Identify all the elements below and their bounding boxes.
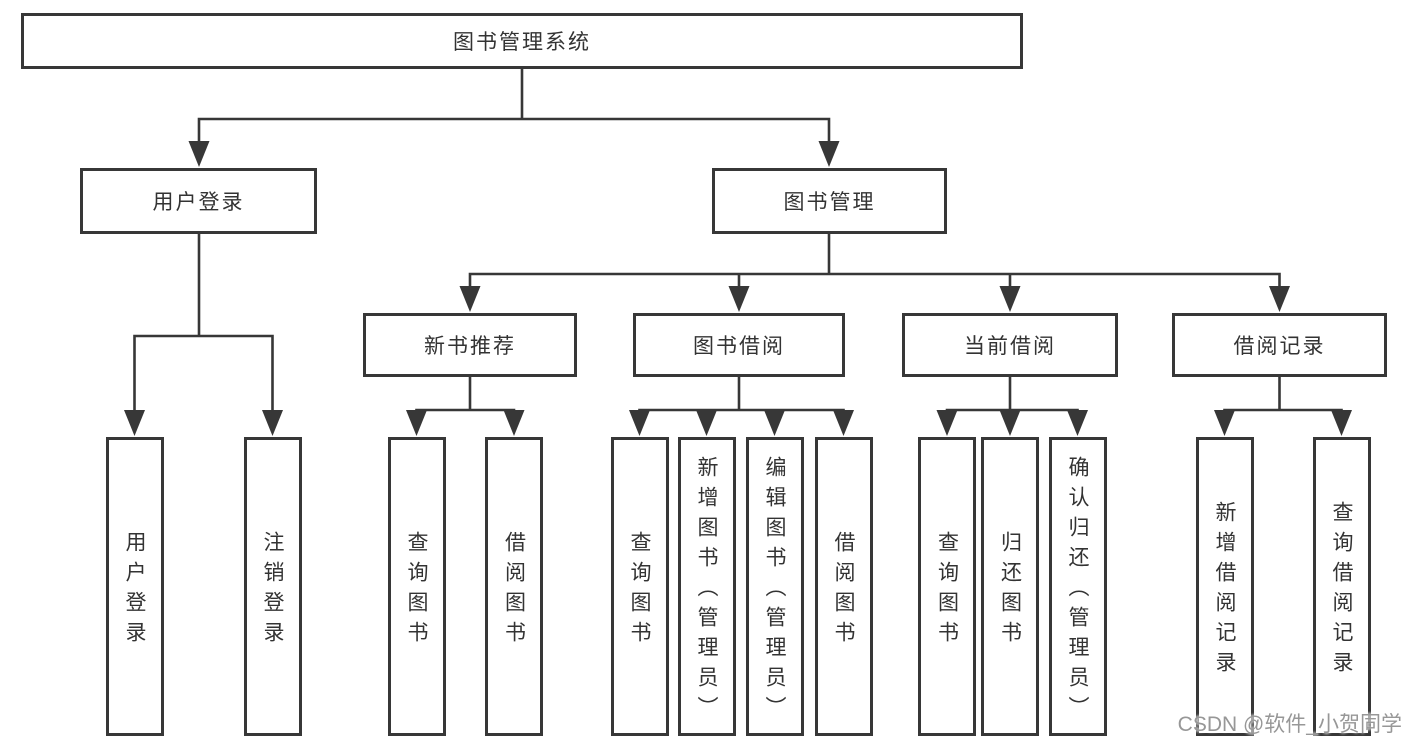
leaf-return-books: 归还图书 (981, 437, 1039, 736)
leaf-borrow-books: 借阅图书 (485, 437, 543, 736)
leaf-query-borrow-record: 查询借阅记录 (1312, 437, 1371, 736)
node-label: 图书借阅 (693, 335, 785, 358)
leaf-label: 查询图书 (935, 531, 959, 651)
node-new-book-recommend: 新书推荐 (363, 313, 577, 377)
leaf-label: 新增借阅记录 (1213, 501, 1236, 681)
node-library-management-system: 图书管理系统 (21, 13, 1023, 69)
leaf-query-books: 查询图书 (387, 437, 446, 736)
leaf-label: 注销登录 (261, 531, 284, 651)
leaf-label: 新增图书（管理员） (695, 456, 718, 726)
node-book-borrow: 图书借阅 (633, 313, 845, 377)
leaf-user-login: 用户登录 (105, 437, 164, 736)
leaf-query-books: 查询图书 (610, 437, 669, 736)
leaf-logout: 注销登录 (243, 437, 302, 736)
node-label: 新书推荐 (424, 335, 516, 358)
leaf-confirm-return-admin: 确认归还（管理员） (1048, 437, 1107, 736)
node-borrow-records: 借阅记录 (1172, 313, 1387, 377)
leaf-edit-books-admin: 编辑图书（管理员） (745, 437, 804, 736)
node-label: 用户登录 (152, 191, 245, 214)
arrowheads (124, 141, 1352, 436)
leaf-label: 查询图书 (405, 531, 428, 651)
leaf-add-books-admin: 新增图书（管理员） (677, 437, 736, 736)
node-user-login: 用户登录 (80, 168, 317, 234)
leaf-label: 归还图书 (998, 531, 1022, 651)
leaf-label: 查询借阅记录 (1330, 501, 1353, 681)
node-label: 借阅记录 (1233, 335, 1326, 358)
node-label: 图书管理 (783, 191, 876, 214)
node-label: 当前借阅 (964, 335, 1056, 358)
leaf-label: 借阅图书 (502, 531, 526, 651)
node-label: 图书管理系统 (453, 31, 591, 54)
leaf-borrow-books: 借阅图书 (814, 437, 873, 736)
leaf-query-books: 查询图书 (918, 437, 976, 736)
leaf-label: 借阅图书 (832, 531, 855, 651)
leaf-add-borrow-record: 新增借阅记录 (1195, 437, 1254, 736)
node-current-borrow: 当前借阅 (902, 313, 1118, 377)
leaf-label: 用户登录 (123, 531, 146, 651)
leaf-label: 编辑图书（管理员） (763, 456, 786, 726)
leaf-label: 确认归还（管理员） (1066, 456, 1089, 726)
csdn-watermark: CSDN @软件_小贺同学 (1177, 713, 1402, 736)
node-book-management: 图书管理 (712, 168, 947, 234)
leaf-label: 查询图书 (628, 531, 651, 651)
